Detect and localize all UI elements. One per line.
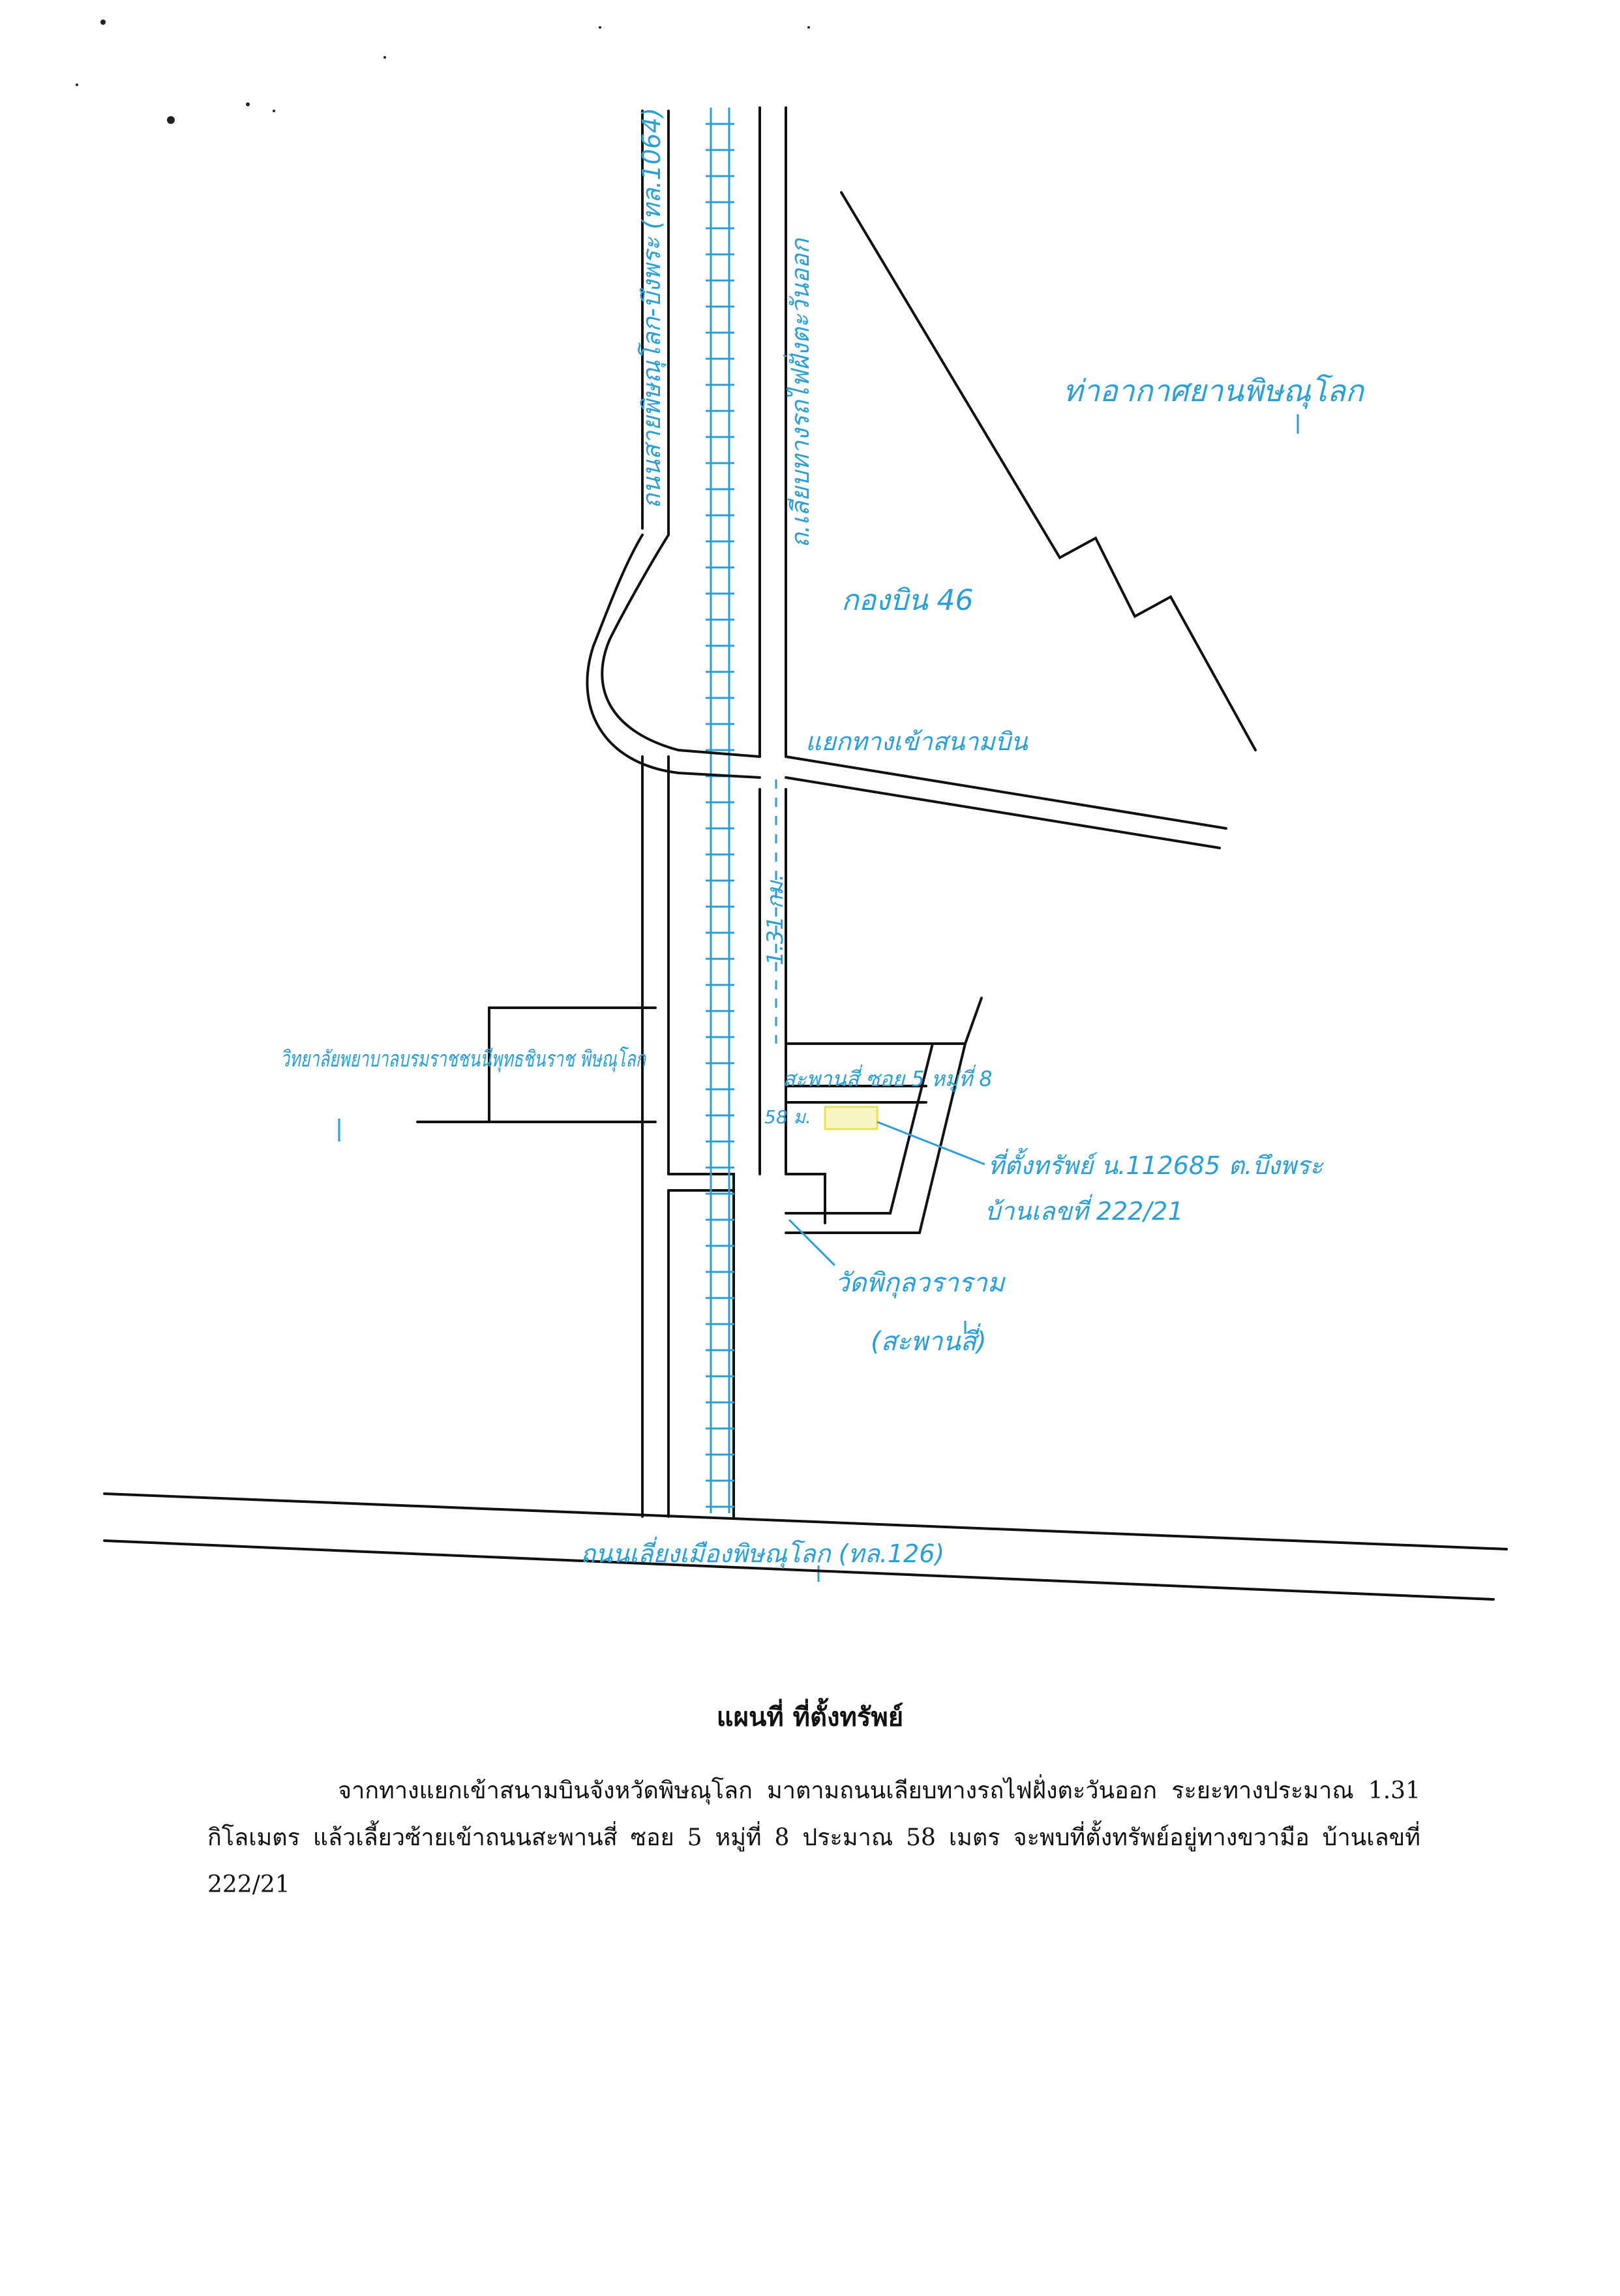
label-meters: 58 ม. [764,1106,811,1128]
highway-1064-road [641,110,735,1518]
caption-title: แผนที่ ที่ตั้งทรัพย์ [716,1702,904,1732]
label-rail-road: ถ.เลียบทางรถไฟฝั่งตะวันออก [783,237,815,548]
label-temple-line1: วัดพิกุลวราราม [835,1268,1006,1299]
airport-boundary [840,191,1257,751]
label-highway-1064: ถนนสายพิษณุโลก-บึงพระ (ทล.1064) [637,108,667,509]
caption-body: จากทางแยกเข้าสนามบินจังหวัดพิษณุโลก มาตา… [207,1777,1420,1898]
railway-track [706,108,734,1513]
label-property-line2: บ้านเลขที่ 222/21 [985,1194,1184,1226]
label-wing46: กองบิน 46 [841,584,974,617]
college-roads [416,1006,657,1123]
scan-specks [76,20,810,124]
label-college-line1: วิทยาลัยพยาบาลบรมราชชนนีพุทธชินราช พิษณุ… [280,1046,646,1072]
soi-roads [785,997,983,1234]
label-temple-line2: (สะพานสี่) [871,1323,987,1357]
east-rail-road [758,106,787,1175]
label-airport: ท่าอากาศยานพิษณุโลก [1063,373,1365,409]
airport-junction-road [586,527,1227,849]
label-property-line1: ที่ตั้งทรัพย์ น.112685 ต.บึงพระ [988,1147,1324,1180]
location-map: ถนนสายพิษณุโลก-บึงพระ (ทล.1064) ถ.เลียบท… [76,20,1508,1601]
annotation-pointers [338,414,1299,1582]
bypass-road-126 [103,1492,1508,1601]
label-junction: แยกทางเข้าสนามบิน [805,727,1028,756]
label-soi: สะพานสี่ ซอย 5 หมู่ที่ 8 [783,1065,993,1092]
label-distance: 1.31 กม. [762,874,788,965]
property-marker [824,1106,878,1130]
label-bypass: ถนนเลี่ยงเมืองพิษณุโลก (ทล.126) [580,1536,944,1569]
